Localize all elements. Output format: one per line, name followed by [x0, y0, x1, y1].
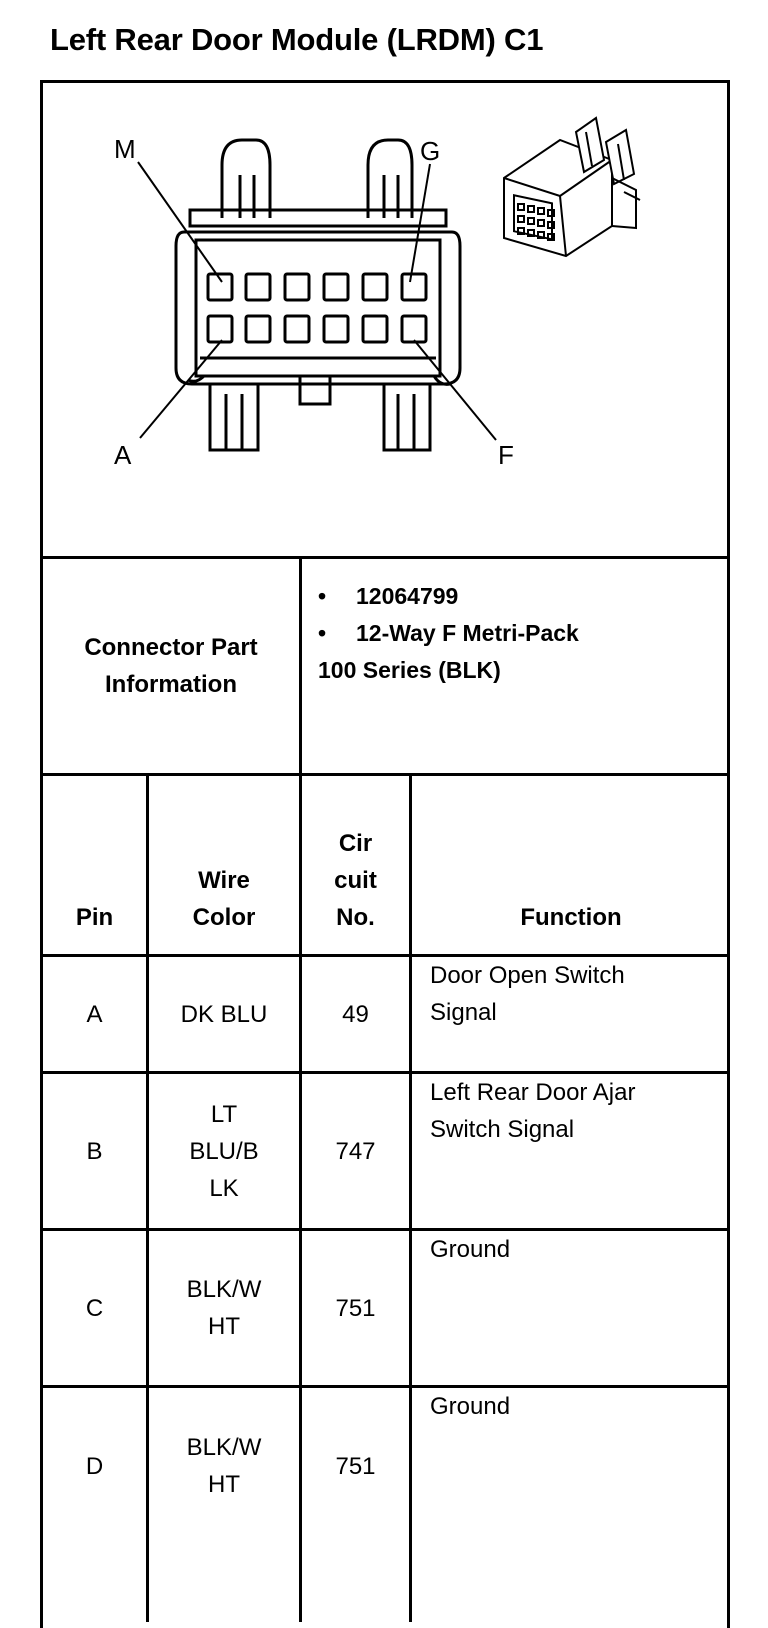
divider — [409, 773, 412, 1622]
divider — [40, 1228, 730, 1231]
connector-type: 12-Way F Metri-Pack — [356, 620, 579, 646]
part-number: 12064799 — [356, 583, 459, 609]
circuit-cell: 49 — [342, 1000, 369, 1028]
page-title: Left Rear Door Module (LRDM) C1 — [50, 22, 544, 57]
pin-cavity — [400, 272, 428, 302]
function-cell: Ground — [430, 1393, 511, 1420]
divider — [40, 954, 730, 957]
pin-cavity — [361, 272, 389, 302]
callout-line-a — [139, 339, 223, 439]
callout-line-g — [409, 163, 431, 283]
pin-cavity — [322, 272, 350, 302]
function-cell: Ground — [430, 1236, 511, 1263]
pin-cell: C — [85, 1294, 104, 1322]
divider — [146, 773, 149, 1622]
divider — [40, 1385, 730, 1388]
illustration-pin-cavities — [517, 203, 555, 241]
divider — [40, 1071, 730, 1074]
pin-cavity — [322, 314, 350, 344]
divider — [40, 773, 730, 776]
pin-cavity — [206, 314, 234, 344]
header-wire-color: Wire Color — [192, 867, 256, 931]
divider — [299, 556, 302, 1622]
part-info-details: •12064799 •12-Way F Metri-Pack 100 Serie… — [318, 578, 579, 689]
pin-cell: A — [86, 1000, 103, 1028]
callout-line-m — [137, 161, 223, 283]
pin-cavity — [244, 314, 272, 344]
callout-lines — [137, 161, 497, 441]
part-info-label: Connector Part Information — [84, 634, 258, 698]
connector-table — [40, 80, 730, 1628]
connector-face-outline — [174, 138, 462, 452]
circuit-cell: 747 — [335, 1137, 376, 1165]
pin-cavity — [361, 314, 389, 344]
circuit-cell: 751 — [335, 1294, 376, 1322]
wire-color-cell: DK BLU — [180, 1000, 268, 1028]
pin-cavity — [283, 314, 311, 344]
pin-label-m: M — [114, 134, 136, 164]
circuit-cell: 751 — [335, 1452, 376, 1480]
header-circuit-no: Cir cuit No. — [334, 830, 377, 931]
pin-cell: D — [85, 1452, 104, 1480]
connector-3d-illustration — [503, 116, 641, 258]
pin-label-g: G — [420, 136, 440, 166]
pin-cell: B — [86, 1137, 103, 1165]
callout-line-f — [413, 339, 497, 441]
header-pin: Pin — [75, 904, 114, 931]
divider — [40, 556, 730, 559]
pin-label-f: F — [498, 440, 514, 470]
pin-cavity — [400, 314, 428, 344]
pin-cavity — [206, 272, 234, 302]
pin-cavity — [283, 272, 311, 302]
connector-diagram: M G A F — [114, 116, 641, 470]
pin-cavity — [244, 272, 272, 302]
pin-cavity-grid — [206, 272, 428, 344]
pin-label-a: A — [114, 440, 132, 470]
connector-series: 100 Series (BLK) — [318, 657, 501, 683]
header-function: Function — [520, 904, 622, 931]
